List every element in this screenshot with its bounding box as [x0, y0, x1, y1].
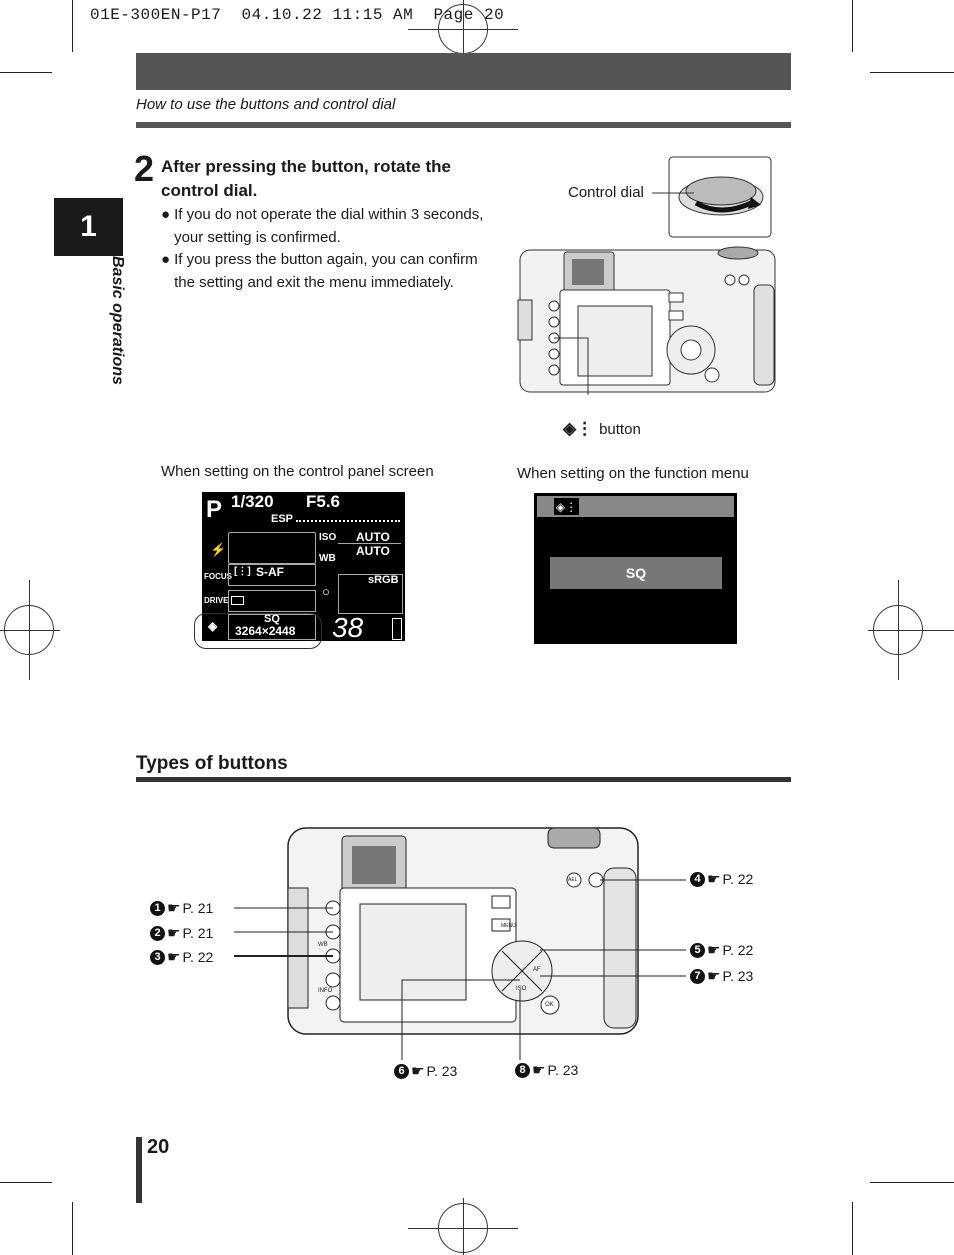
- highlight-ring: [194, 613, 322, 649]
- crop-mark: [72, 1202, 73, 1255]
- quality-icon: ◈⋮: [563, 419, 594, 438]
- focus-label: FOCUS: [204, 572, 232, 581]
- pointing-hand-icon: ☛: [532, 1062, 546, 1079]
- crop-mark: [870, 72, 954, 73]
- info-label: INFO: [318, 988, 333, 994]
- af-area-icon: [⋮]: [234, 566, 251, 577]
- exposure-scale: [296, 520, 400, 523]
- quality-icon: ◈⋮: [554, 498, 579, 515]
- pointing-hand-icon: ☛: [167, 900, 181, 917]
- ref-2[interactable]: 2☛P. 21: [150, 924, 213, 942]
- function-menu-screen: ◈⋮ SQ: [534, 493, 737, 644]
- ref-8[interactable]: 8☛P. 23: [515, 1061, 578, 1079]
- frames-remaining: 38: [332, 612, 364, 643]
- step-title: After pressing the button, rotate the co…: [161, 157, 451, 200]
- iso-label: ISO: [319, 532, 337, 543]
- header-bar: [136, 53, 791, 90]
- drive-label: DRIVE: [204, 596, 229, 605]
- control-panel-screen: P 1/320 F5.6 ESP ⚡ ISO AUTO WB AUTO FOCU…: [202, 492, 405, 643]
- pointing-hand-icon: ☛: [707, 942, 721, 959]
- bullet-item: ●If you press the button again, you can …: [161, 251, 478, 291]
- pointing-hand-icon: ☛: [411, 1063, 425, 1080]
- step-bullets: ●If you do not operate the dial within 3…: [161, 204, 497, 294]
- quality-icon: ◈: [208, 619, 218, 633]
- crop-mark: [0, 1182, 52, 1183]
- bullet-item: ●If you do not operate the dial within 3…: [161, 206, 484, 246]
- ref-4[interactable]: 4☛P. 22: [690, 870, 753, 888]
- camera-back-illustration: MENU INFO WB AEL AF ISO OK: [286, 818, 640, 1036]
- contrast-icon: ○: [322, 584, 330, 599]
- pointing-hand-icon: ☛: [167, 949, 181, 966]
- metering: ESP: [271, 513, 294, 525]
- crop-mark: [852, 1202, 853, 1255]
- page-number: 20: [147, 1136, 170, 1158]
- iso-label: ISO: [516, 986, 527, 992]
- header-rule: [136, 122, 791, 128]
- ref-5[interactable]: 5☛P. 22: [690, 941, 753, 959]
- menu-selected-item[interactable]: SQ: [550, 557, 722, 589]
- types-rule: [136, 777, 791, 782]
- wb-label: WB: [319, 553, 336, 564]
- types-heading: Types of buttons: [136, 753, 288, 774]
- crop-mark: [852, 0, 853, 52]
- print-slug: 01E-300EN-P17 04.10.22 11:15 AM Page 20: [90, 6, 505, 24]
- ref-7[interactable]: 7☛P. 23: [690, 967, 753, 985]
- crop-mark: [870, 1182, 954, 1183]
- ok-label: OK: [545, 1002, 554, 1008]
- focus-mode: S-AF: [256, 565, 284, 579]
- ref-1[interactable]: 1☛P. 21: [150, 899, 213, 917]
- pointing-hand-icon: ☛: [707, 968, 721, 985]
- quality-value: SQ: [264, 613, 280, 625]
- camera-back-illustration-top: [516, 155, 776, 413]
- color-space: sRGB: [368, 574, 399, 586]
- caption-control-panel: When setting on the control panel screen: [161, 463, 434, 480]
- menu-label: MENU: [501, 923, 516, 929]
- aperture: F5.6: [306, 492, 341, 511]
- flash-slot: [228, 532, 316, 564]
- page-number-bar: [136, 1137, 142, 1203]
- pointing-hand-icon: ☛: [167, 925, 181, 942]
- battery-icon: [392, 618, 402, 640]
- chapter-tab: 1: [54, 198, 123, 256]
- menu-header: [537, 496, 734, 517]
- step-number: 2: [134, 148, 155, 189]
- caption-function-menu: When setting on the function menu: [517, 465, 749, 482]
- wb-value: AUTO: [356, 544, 390, 558]
- button-callout: ◈⋮ button: [563, 419, 641, 438]
- mode-indicator: P: [206, 496, 223, 523]
- iso-value: AUTO: [356, 530, 390, 544]
- pointing-hand-icon: ☛: [707, 871, 721, 888]
- single-frame-icon: [231, 596, 244, 605]
- crop-mark: [72, 0, 73, 52]
- af-label: AF: [533, 967, 541, 973]
- ref-3[interactable]: 3☛P. 22: [150, 948, 213, 966]
- section-title: How to use the buttons and control dial: [136, 96, 396, 113]
- flash-icon: ⚡: [210, 542, 227, 557]
- resolution-value: 3264×2448: [235, 624, 296, 638]
- control-dial-label: Control dial: [568, 184, 644, 201]
- ael-label: AEL: [568, 877, 578, 883]
- shutter-speed: 1/320: [231, 492, 274, 511]
- wb-label: WB: [318, 942, 328, 948]
- crop-mark: [0, 72, 52, 73]
- ref-6[interactable]: 6☛P. 23: [394, 1062, 457, 1080]
